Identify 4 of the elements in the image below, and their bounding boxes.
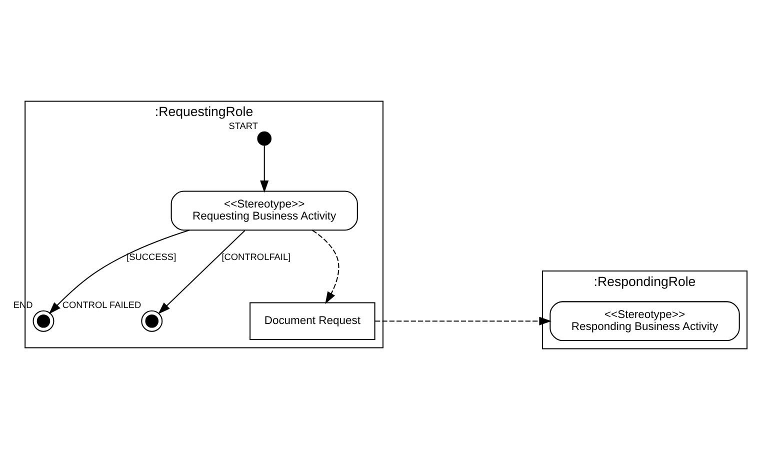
- node-label: START: [228, 121, 258, 132]
- edge-label: [CONTROLFAIL]: [222, 252, 291, 262]
- node-label: CONTROL FAILED: [62, 300, 142, 310]
- edge-label: [SUCCESS]: [126, 252, 176, 262]
